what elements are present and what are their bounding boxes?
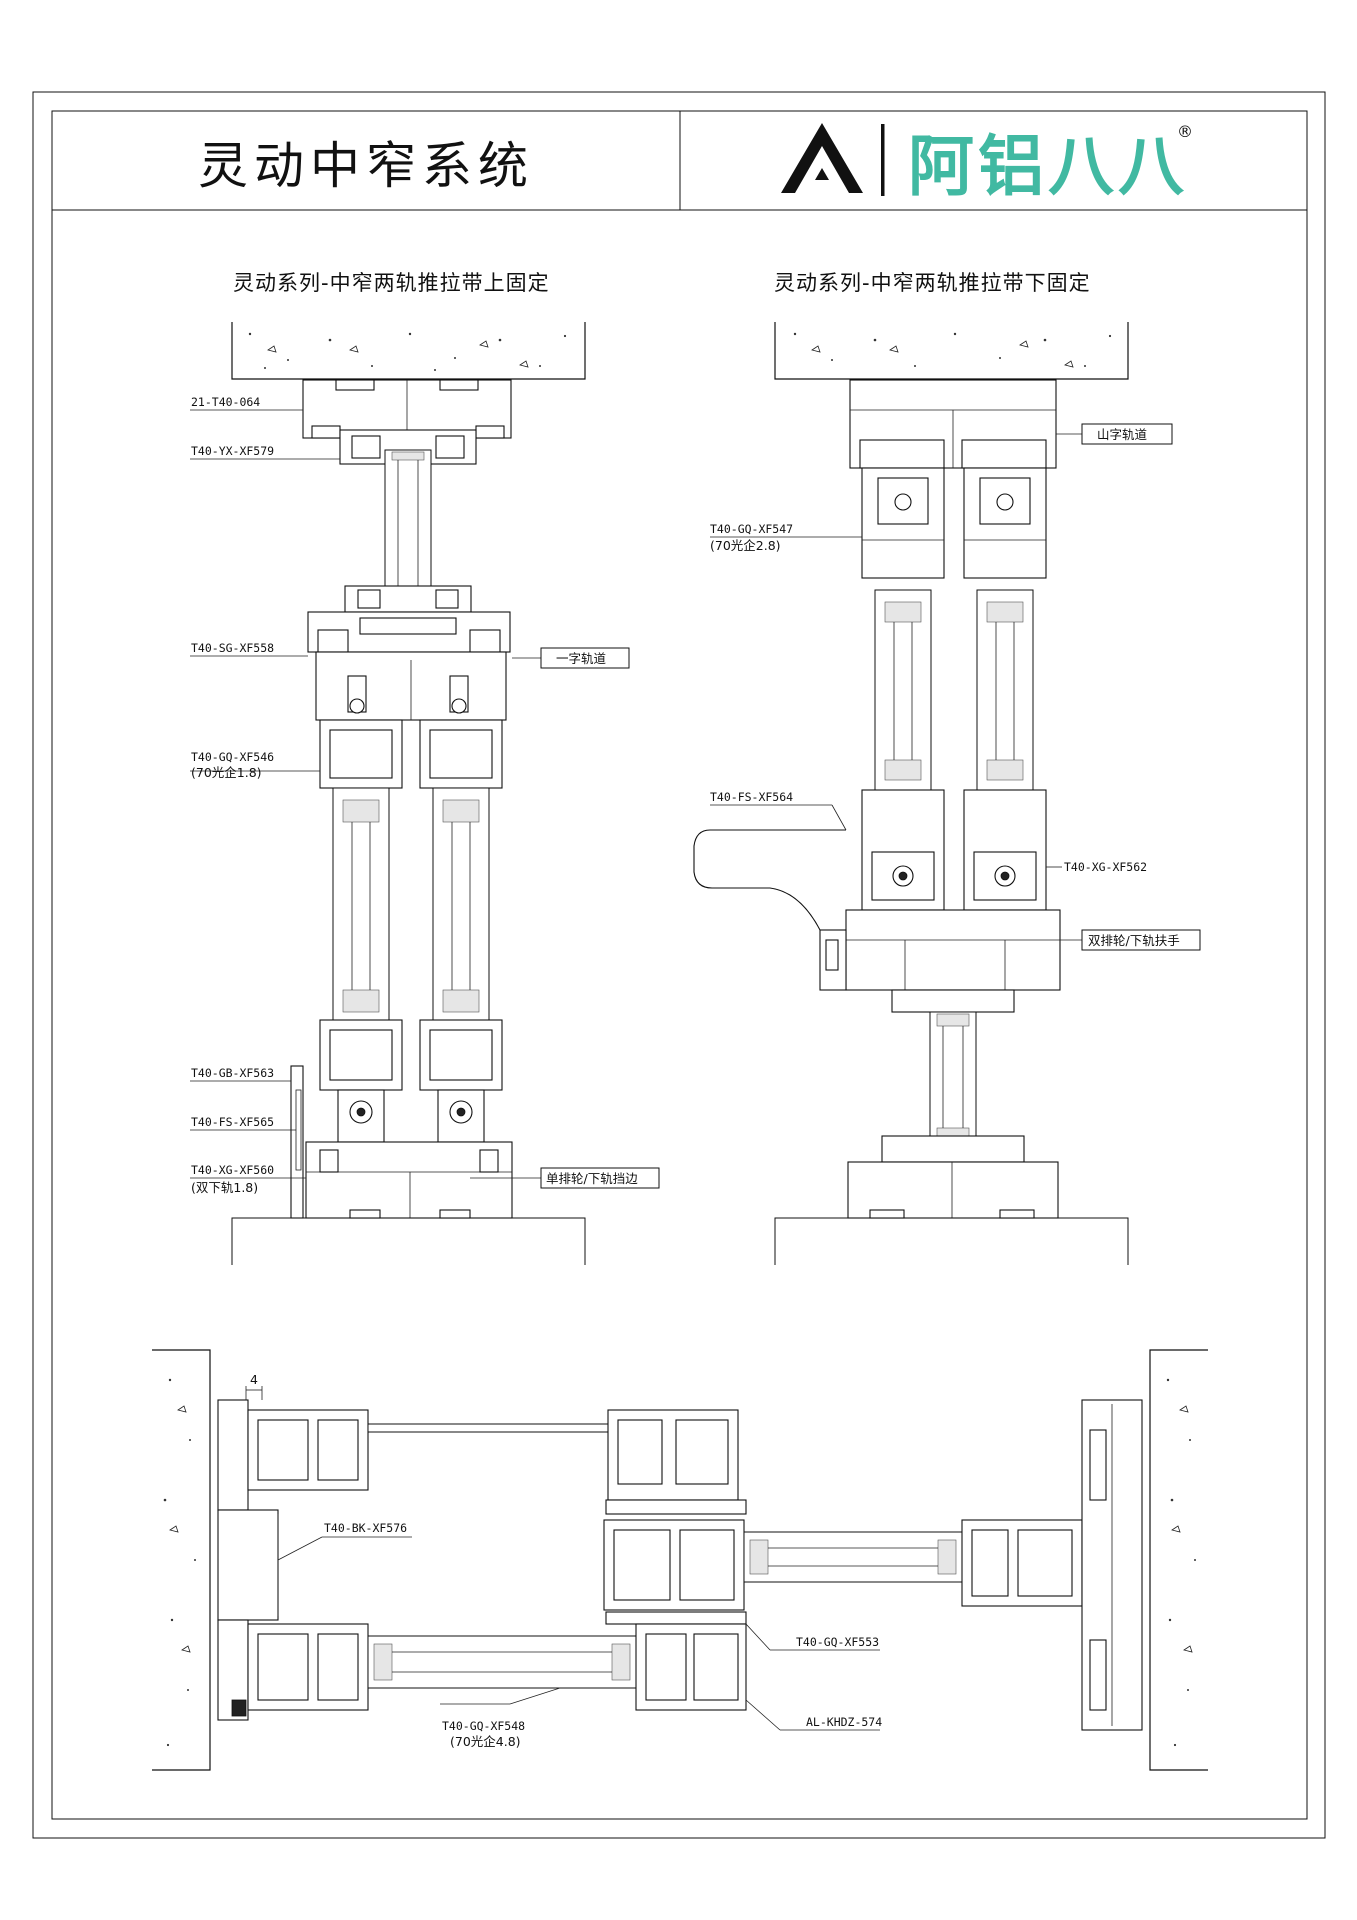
label-t40-gq-xf547-note: (70光企2.8) — [710, 538, 781, 553]
outer-frame — [32, 91, 1326, 1839]
box-shan-rail-text: 山字轨道 — [1097, 427, 1148, 442]
left-section-title: 灵动系列-中窄两轨推拉带上固定 — [233, 271, 550, 295]
left-ceiling-concrete — [231, 322, 586, 380]
label-t40-bk-xf576: T40-BK-XF576 — [324, 1521, 407, 1535]
box-single-roller-text: 单排轮/下轨挡边 — [546, 1171, 638, 1186]
box-one-rail-track-text: 一字轨道 — [556, 651, 607, 666]
triangle-a-logo-icon — [781, 123, 885, 196]
box-double-roller-text: 双排轮/下轨扶手 — [1088, 933, 1180, 948]
right-floor — [774, 1217, 1129, 1265]
right-section-drawing — [693, 322, 1129, 1265]
right-section-title: 灵动系列-中窄两轨推拉带下固定 — [774, 271, 1091, 295]
left-callouts — [190, 409, 541, 1179]
left-section-drawing — [231, 322, 586, 1265]
label-t40-xg-xf560: T40-XG-XF560 — [191, 1163, 274, 1177]
plan-section-drawing — [152, 1349, 1208, 1771]
registered-mark: ® — [1177, 122, 1193, 141]
plan-left-wall — [152, 1349, 211, 1771]
label-al-khdz-574: AL-KHDZ-574 — [806, 1715, 882, 1729]
right-ceiling-concrete — [774, 322, 1129, 380]
box-double-roller — [1081, 929, 1201, 951]
label-t40-xg-xf560-note: (双下轨1.8) — [191, 1180, 258, 1195]
left-floor — [231, 1217, 586, 1265]
label-t40-gq-xf548: T40-GQ-XF548 — [442, 1719, 525, 1733]
dimension-4: 4 — [250, 1372, 258, 1387]
label-t40-yx-xf579: T40-YX-XF579 — [191, 444, 274, 458]
label-t40-gq-xf548-note: (70光企4.8) — [450, 1734, 521, 1749]
box-single-roller — [540, 1167, 660, 1189]
label-t40-gq-xf547: T40-GQ-XF547 — [710, 522, 793, 536]
plan-right-wall — [1149, 1349, 1208, 1771]
label-21-t40-064: 21-T40-064 — [191, 395, 260, 409]
label-t40-fs-xf565: T40-FS-XF565 — [191, 1115, 274, 1129]
label-t40-sg-xf558: T40-SG-XF558 — [191, 641, 274, 655]
label-t40-gq-xf546: T40-GQ-XF546 — [191, 750, 274, 764]
box-shan-rail — [1081, 423, 1173, 445]
label-t40-gq-xf553: T40-GQ-XF553 — [796, 1635, 879, 1649]
box-one-rail-track — [540, 647, 630, 669]
label-t40-xg-xf562: T40-XG-XF562 — [1064, 860, 1147, 874]
plan-callouts — [245, 1386, 880, 1731]
right-callouts — [710, 433, 1082, 941]
label-t40-fs-xf564: T40-FS-XF564 — [710, 790, 793, 804]
page-title: 灵动中窄系统 — [198, 137, 534, 195]
label-t40-gb-xf563: T40-GB-XF563 — [191, 1066, 274, 1080]
brand-name: 阿铝八八 — [908, 128, 1188, 205]
label-t40-gq-xf546-note: (70光企1.8) — [191, 765, 262, 780]
